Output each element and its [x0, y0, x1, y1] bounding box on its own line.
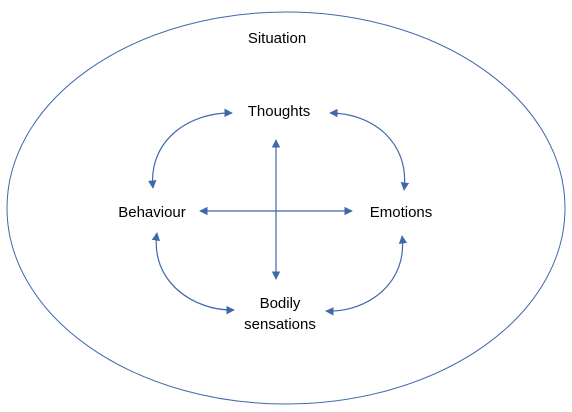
curved-arrow-thoughts-emotions: [329, 108, 410, 191]
thoughts-label: Thoughts: [248, 103, 311, 120]
bodily-label-line1: Bodily: [260, 295, 301, 312]
situation-ellipse: [6, 11, 566, 405]
curved-arrow-emotions-bodily: [325, 235, 408, 316]
curved-arrow-thoughts-behaviour: [148, 108, 233, 189]
bodily-label-line2: sensations: [244, 316, 316, 333]
emotions-label: Emotions: [370, 204, 433, 221]
situation-label: Situation: [248, 30, 306, 47]
curved-arrow-behaviour-bodily: [151, 232, 235, 315]
behaviour-label: Behaviour: [118, 204, 186, 221]
